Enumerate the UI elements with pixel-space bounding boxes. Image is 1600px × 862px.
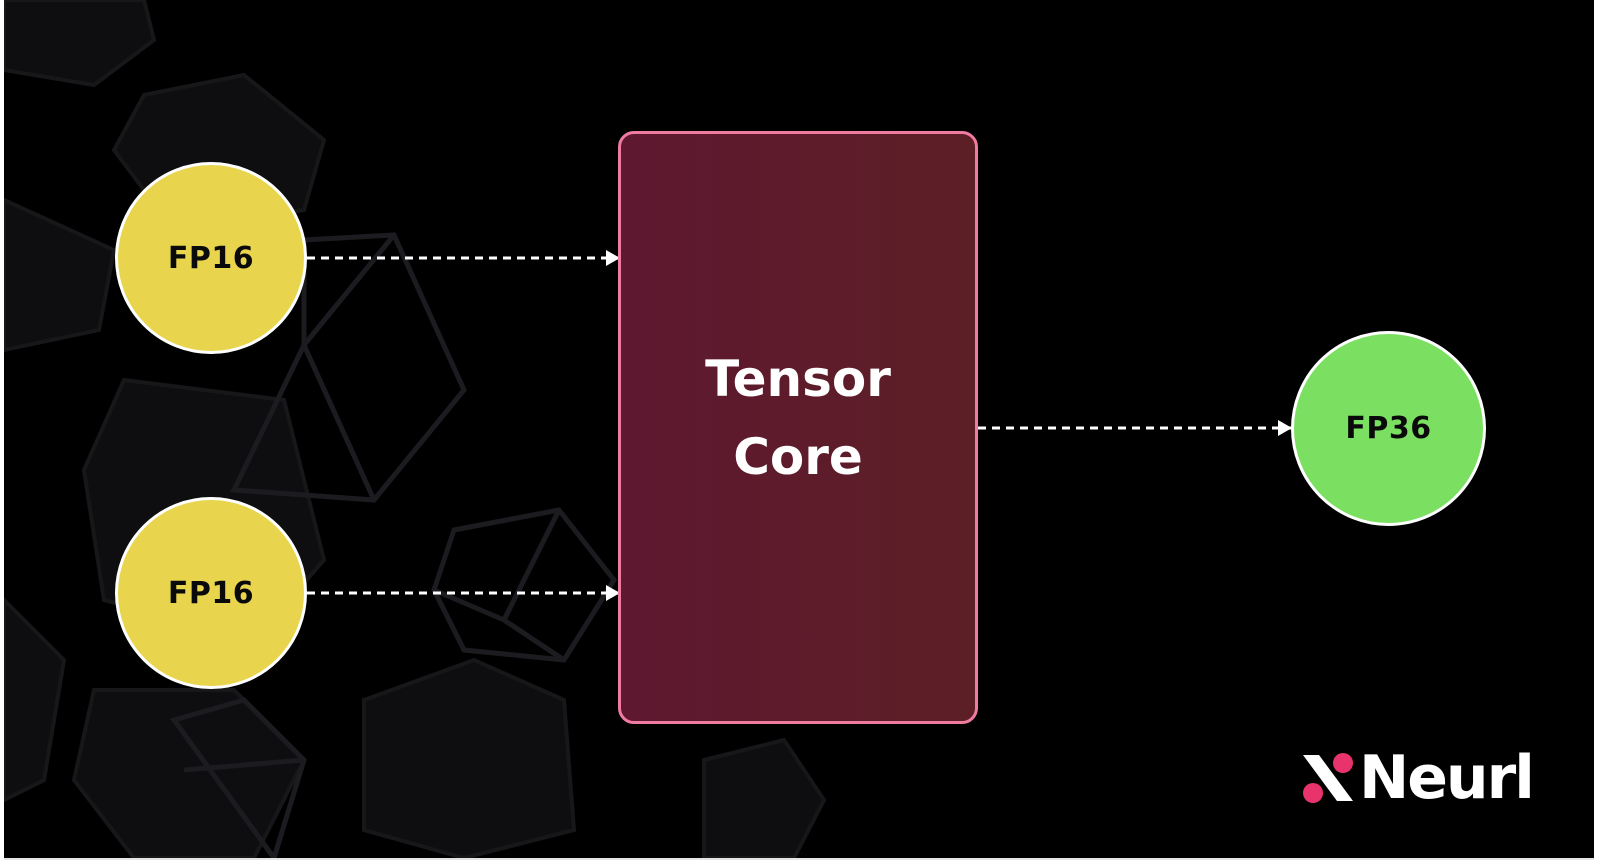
output-node-fp36: FP36 — [1291, 331, 1486, 526]
diagram-canvas: FP16 FP16 Tensor Core FP36 Neurl — [4, 0, 1594, 860]
tensor-core-title-line-2: Core — [733, 427, 863, 486]
output-node-label: FP36 — [1345, 411, 1432, 446]
logo-accent-dot-top — [1333, 753, 1353, 773]
tensor-core-title: Tensor Core — [705, 340, 891, 496]
connector-arrows — [307, 250, 1292, 601]
tensor-core-title-line-1: Tensor — [705, 349, 891, 408]
input-node-label: FP16 — [167, 240, 255, 276]
input-node-fp16-bottom: FP16 — [115, 497, 307, 689]
input-node-label: FP16 — [167, 575, 255, 611]
neurl-logo: Neurl — [1299, 743, 1535, 813]
logo-accent-dot-bottom — [1303, 783, 1323, 803]
neurl-logo-icon — [1303, 753, 1353, 803]
input-node-fp16-top: FP16 — [115, 162, 307, 354]
tensor-core-block: Tensor Core — [618, 131, 978, 724]
brand-name: Neurl — [1359, 743, 1535, 813]
